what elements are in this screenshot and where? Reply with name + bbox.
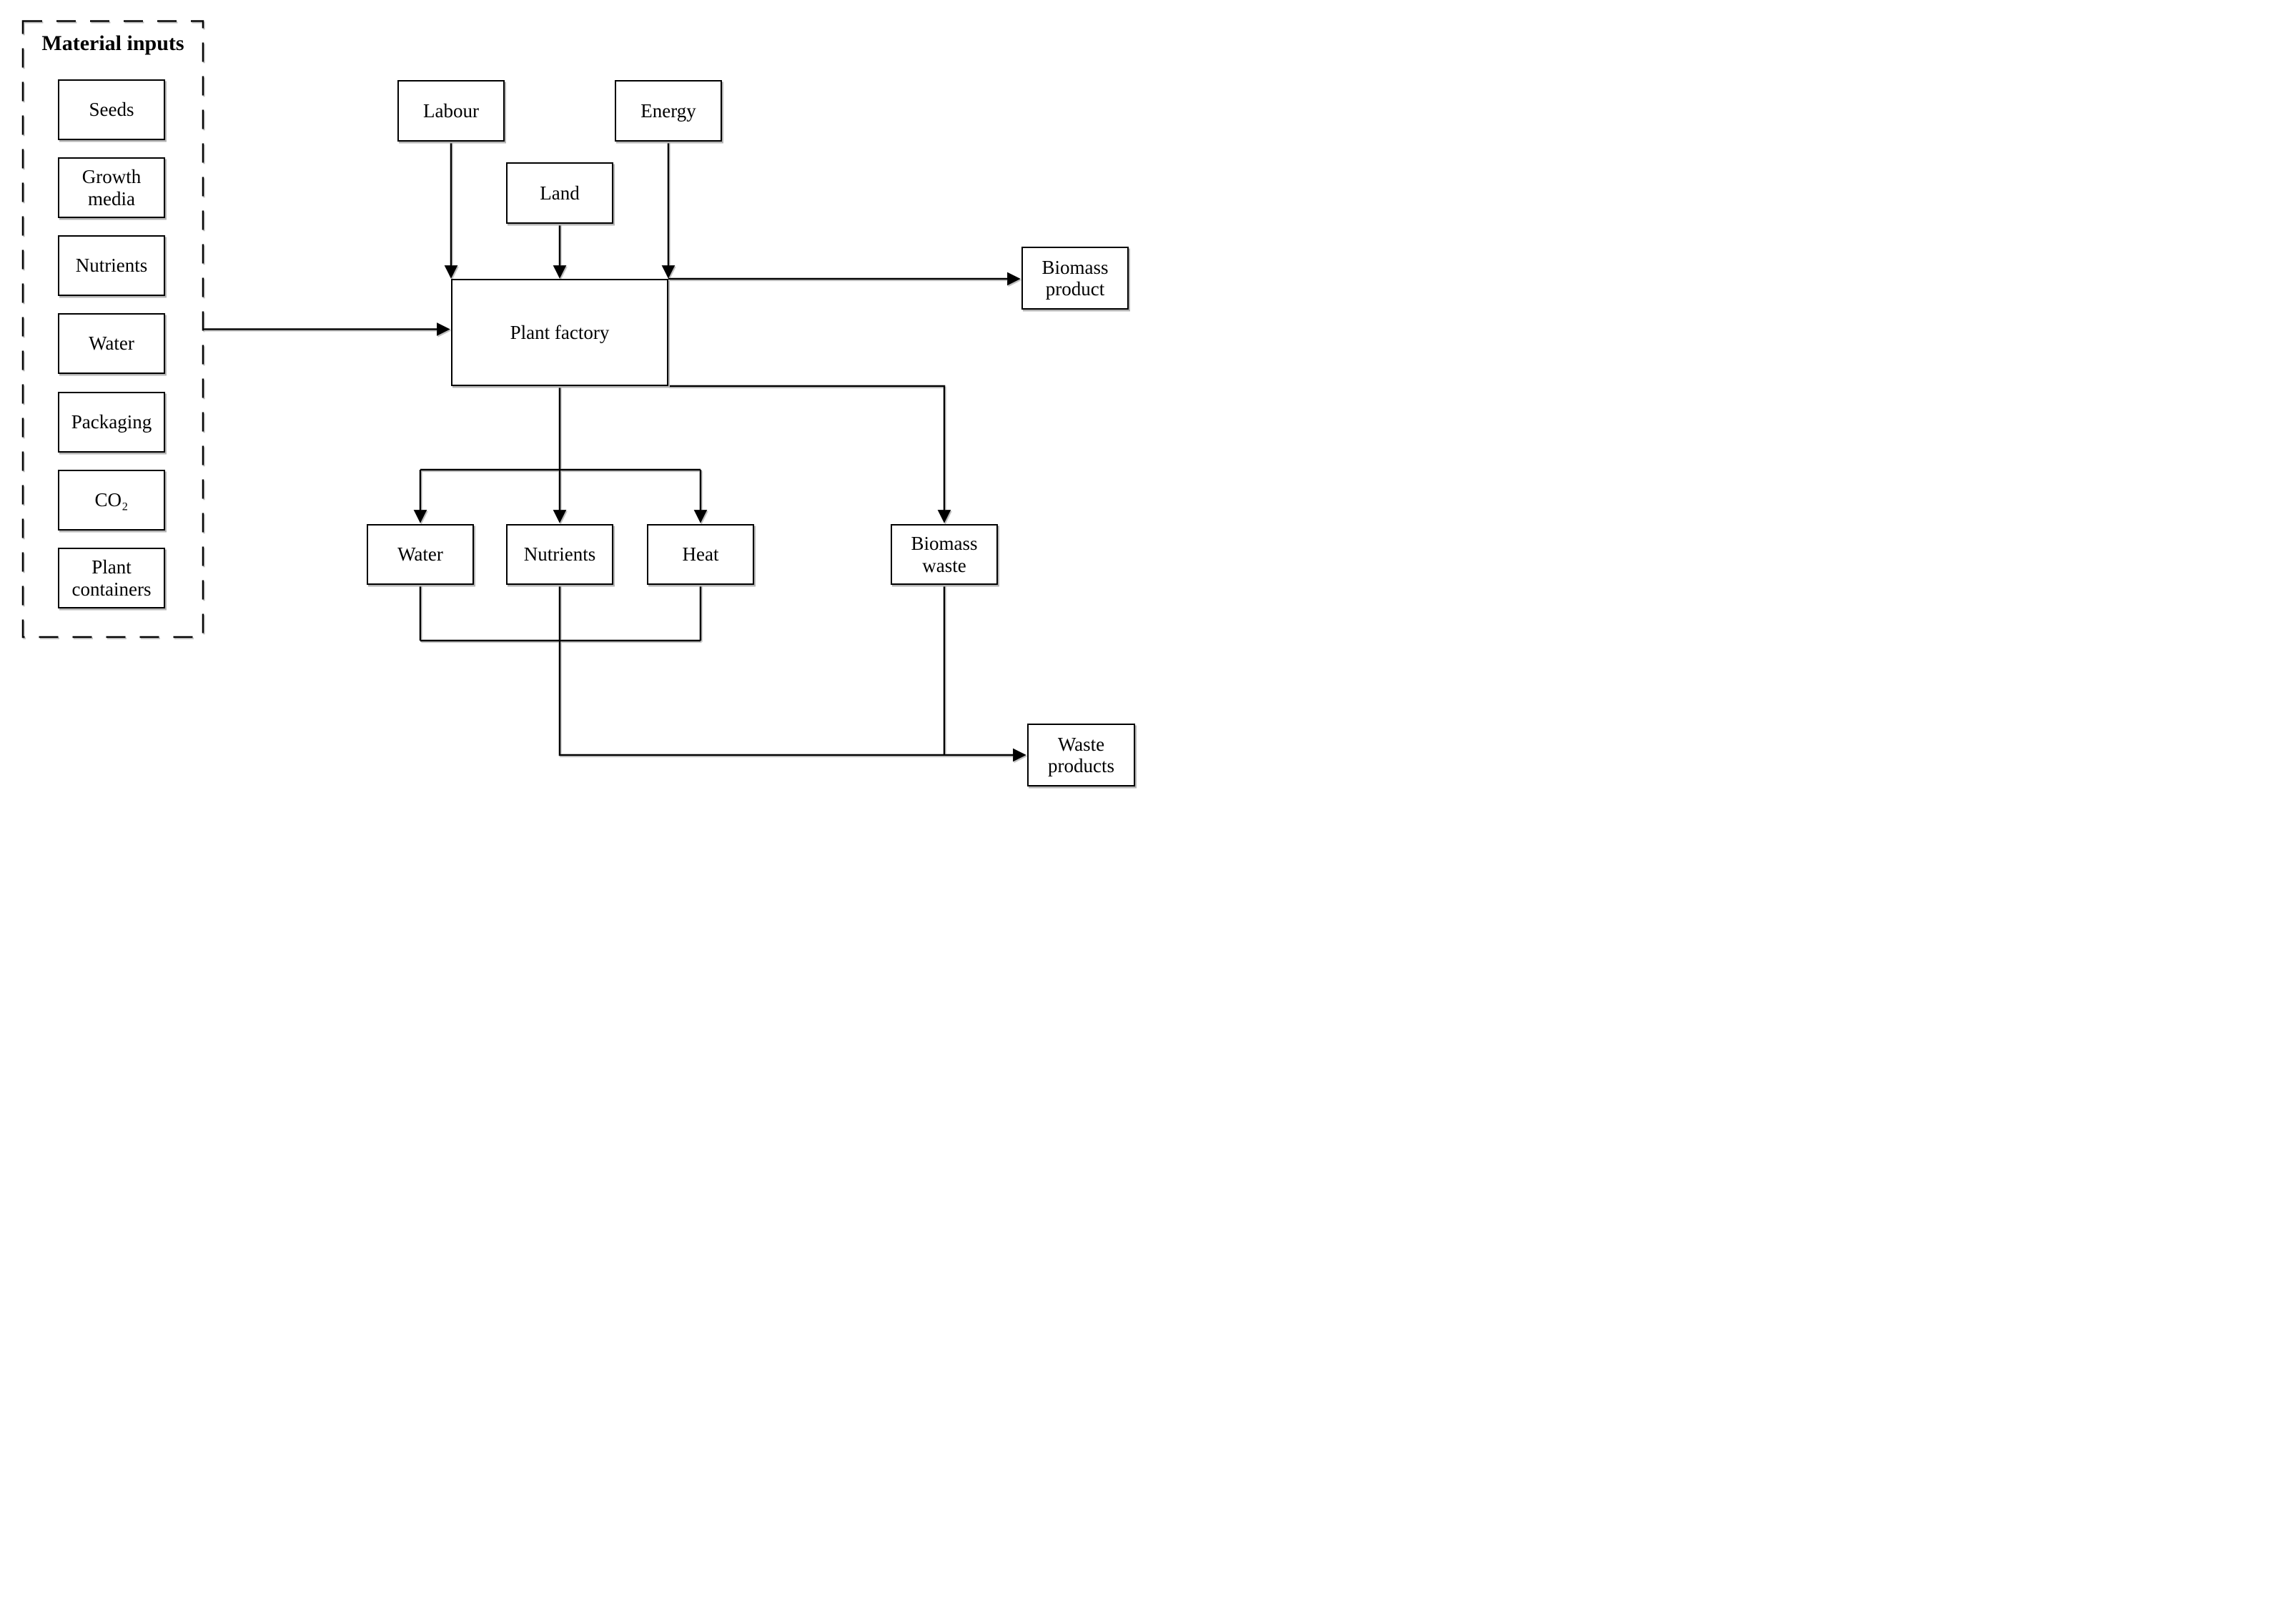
node-plant-containers: Plant containers — [58, 548, 165, 608]
node-land: Land — [506, 162, 613, 224]
node-seeds: Seeds — [58, 79, 165, 140]
node-heat-output-label: Heat — [682, 543, 719, 566]
node-waste-products-label: Waste products — [1048, 733, 1114, 776]
node-nutrients-output-label: Nutrients — [523, 543, 596, 566]
node-nutrients-input-label: Nutrients — [75, 255, 148, 277]
node-nutrients-output: Nutrients — [506, 524, 613, 585]
node-co2: CO₂ — [58, 470, 165, 531]
node-packaging: Packaging — [58, 392, 165, 453]
edge-to-waste-products — [558, 585, 1026, 762]
node-growth-media-label: Growth media — [81, 166, 142, 209]
material-inputs-title: Material inputs — [41, 31, 184, 55]
node-seeds-label: Seeds — [89, 99, 134, 121]
node-water-output-label: Water — [397, 543, 443, 566]
node-biomass-product: Biomass product — [1021, 247, 1129, 310]
node-biomass-waste-label: Biomass waste — [911, 533, 978, 576]
node-plant-factory-label: Plant factory — [510, 321, 610, 343]
node-co2-label: CO₂ — [94, 489, 129, 511]
node-water-input-label: Water — [89, 332, 134, 355]
output-flow-lines — [413, 272, 1026, 762]
node-growth-media: Growth media — [58, 157, 165, 218]
node-water-input: Water — [58, 313, 165, 374]
node-labour-label: Labour — [423, 99, 479, 122]
plant-factory-flow-diagram: Material inputs Seeds Growth media Nutri… — [0, 0, 1148, 809]
node-plant-containers-label: Plant containers — [71, 556, 152, 600]
node-waste-products: Waste products — [1027, 724, 1135, 786]
node-land-label: Land — [540, 182, 580, 204]
node-biomass-product-label: Biomass product — [1041, 256, 1109, 300]
flow-lines — [21, 20, 1026, 762]
node-biomass-waste: Biomass waste — [891, 524, 998, 585]
node-water-output: Water — [367, 524, 474, 585]
node-plant-factory: Plant factory — [451, 279, 668, 386]
node-packaging-label: Packaging — [71, 411, 152, 433]
input-flow-lines — [203, 142, 676, 336]
node-labour: Labour — [397, 80, 505, 142]
node-heat-output: Heat — [647, 524, 754, 585]
node-energy-label: Energy — [640, 99, 696, 122]
node-nutrients-input: Nutrients — [58, 235, 165, 296]
node-energy: Energy — [615, 80, 722, 142]
edge-plant-factory-to-biomass-waste — [668, 385, 951, 523]
